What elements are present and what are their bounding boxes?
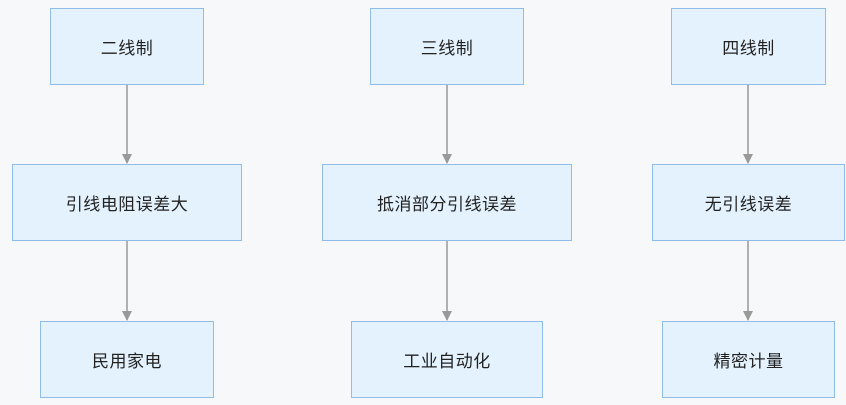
node-three-wire-effect: 抵消部分引线误差 [322, 164, 572, 241]
node-two-wire: 二线制 [50, 8, 204, 85]
node-three-wire: 三线制 [370, 8, 524, 85]
node-three-wire-label: 三线制 [420, 39, 474, 59]
node-four-wire-application: 精密计量 [662, 321, 835, 398]
node-four-wire: 四线制 [671, 8, 826, 85]
node-two-wire-effect-label: 引线电阻误差大 [65, 195, 189, 215]
node-three-wire-application-label: 工业自动化 [403, 352, 491, 372]
node-two-wire-effect: 引线电阻误差大 [12, 164, 242, 241]
node-four-wire-application-label: 精密计量 [713, 352, 784, 372]
node-three-wire-effect-label: 抵消部分引线误差 [377, 195, 517, 215]
node-two-wire-label: 二线制 [100, 39, 154, 59]
node-four-wire-effect-label: 无引线误差 [704, 195, 793, 215]
node-three-wire-application: 工业自动化 [351, 321, 543, 398]
node-four-wire-effect: 无引线误差 [652, 164, 845, 241]
node-two-wire-application-label: 民用家电 [92, 352, 162, 372]
node-four-wire-label: 四线制 [722, 39, 775, 59]
node-two-wire-application: 民用家电 [40, 321, 214, 398]
